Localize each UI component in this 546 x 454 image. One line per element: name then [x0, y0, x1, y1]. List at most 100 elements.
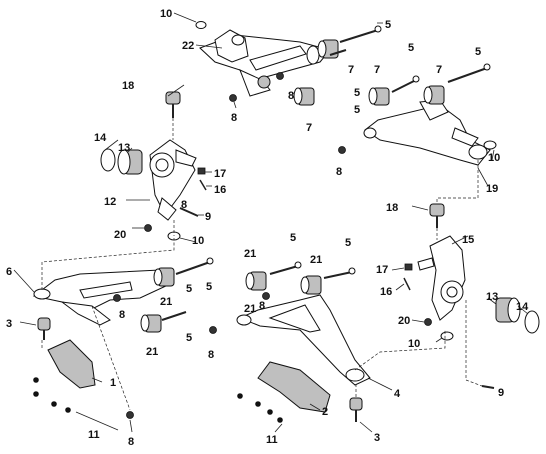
callout-7-a: 7	[348, 64, 354, 76]
steering-knuckle-right	[417, 235, 466, 321]
pin-16-left	[199, 179, 207, 191]
callout-10-top: 10	[160, 8, 172, 20]
nut-8-upper-b	[276, 72, 284, 80]
callout-17-right: 17	[376, 264, 388, 276]
upper-a-arm-right	[363, 99, 491, 166]
bolt-lower-1	[175, 257, 214, 275]
bushing-upper-4	[423, 85, 445, 105]
nut-20-left	[144, 224, 152, 232]
callout-11-center: 11	[266, 434, 278, 446]
callout-12: 12	[104, 196, 116, 208]
callout-8-c: 8	[336, 166, 342, 178]
callout-4: 4	[394, 388, 401, 400]
washer-10-right	[483, 140, 497, 150]
nut-8-lower-a	[113, 294, 121, 302]
callout-14-right: 14	[516, 301, 529, 313]
upper-a-arm-left	[199, 29, 331, 97]
nut-17-left	[197, 167, 206, 175]
ball-joint-18-right	[429, 203, 445, 228]
callout-7-c: 7	[436, 64, 442, 76]
nut-17-right	[404, 263, 413, 271]
callout-8-f: 8	[259, 300, 265, 312]
callout-14-left: 14	[94, 132, 107, 144]
callout-11-left: 11	[88, 429, 100, 441]
callout-9-right: 9	[498, 387, 504, 399]
bushing-lower-1	[153, 267, 175, 287]
nut-8-lower-c	[262, 292, 270, 300]
callout-22: 22	[182, 40, 194, 52]
callout-21-b: 21	[310, 254, 322, 266]
nut-20-right	[424, 318, 432, 326]
callout-21-d: 21	[146, 346, 158, 358]
screws-11-center	[237, 393, 283, 423]
bolt-upper-1	[339, 25, 382, 43]
pin-16-right	[403, 277, 411, 291]
callout-21-c: 21	[160, 296, 172, 308]
callout-3-left: 3	[6, 318, 12, 330]
lower-a-arm-left	[32, 269, 169, 326]
callout-5-d: 5	[354, 87, 360, 99]
callout-6: 6	[6, 266, 12, 278]
callout-16-left: 16	[214, 184, 226, 196]
leader-lines	[13, 12, 529, 433]
callout-5-a: 5	[385, 19, 391, 31]
bolt-upper-2	[329, 49, 347, 56]
callout-17-left: 17	[214, 168, 226, 180]
bushing-upper-2	[293, 87, 315, 106]
callout-5-b: 5	[408, 42, 414, 54]
callout-18-right: 18	[386, 202, 398, 214]
callout-1: 1	[110, 377, 116, 389]
callout-8-a: 8	[288, 90, 294, 102]
callout-10-center: 10	[408, 338, 420, 350]
callout-5-c: 5	[475, 46, 481, 58]
callout-10-left: 10	[192, 235, 204, 247]
callout-8-d: 8	[181, 199, 187, 211]
ball-joint-3-left	[37, 317, 51, 340]
bolt-9-right	[481, 385, 495, 389]
guard-1	[47, 339, 96, 389]
callout-7-b: 7	[374, 64, 380, 76]
bolt-lower-2	[161, 311, 187, 321]
bolt-upper-4	[447, 63, 491, 83]
snap-ring-14-left	[100, 148, 116, 172]
callout-labels: 10 5 22 5 7 5 5 7 7 18 8 5 8 7 8 10 14 1…	[6, 8, 529, 448]
callout-16-right: 16	[380, 286, 392, 298]
callout-15: 15	[462, 234, 474, 246]
callout-19: 19	[486, 183, 498, 195]
bolt-9-left	[179, 207, 199, 217]
callout-2: 2	[322, 406, 328, 418]
washer-10-top	[195, 21, 207, 29]
callout-5-f: 5	[290, 232, 296, 244]
callout-5-j: 5	[186, 283, 192, 295]
callout-5-i: 5	[186, 332, 192, 344]
bushing-upper-3	[368, 87, 390, 106]
bushing-upper-1	[306, 39, 339, 65]
callout-18-left: 18	[122, 80, 134, 92]
callout-20-right: 20	[398, 315, 410, 327]
washer-10-right-lower	[440, 331, 454, 341]
callout-21-e: 21	[244, 303, 256, 315]
callout-13-left: 13	[118, 142, 130, 154]
callout-8-h: 8	[128, 436, 134, 448]
bearing-13-right	[495, 297, 521, 323]
callout-13-right: 13	[486, 291, 498, 303]
screws-11-left	[33, 377, 71, 413]
bushing-lower-3	[245, 271, 267, 291]
callout-8-b: 8	[231, 112, 237, 124]
bushing-lower-2	[140, 314, 162, 333]
callout-5-e: 5	[354, 104, 360, 116]
steering-knuckle-left	[149, 139, 197, 221]
nut-8-upper-a	[229, 94, 237, 102]
callout-20-left: 20	[114, 229, 126, 241]
ball-joint-3-center	[349, 397, 363, 422]
bearing-13-left	[117, 149, 143, 175]
bushing-lower-4	[300, 275, 322, 295]
bolt-upper-3	[391, 75, 420, 93]
lower-a-arm-center	[236, 294, 371, 386]
callout-10-right: 10	[488, 152, 500, 164]
callout-21-a: 21	[244, 248, 256, 260]
callout-8-g: 8	[208, 349, 214, 361]
callout-9-left: 9	[205, 211, 211, 223]
guard-2	[257, 361, 331, 413]
